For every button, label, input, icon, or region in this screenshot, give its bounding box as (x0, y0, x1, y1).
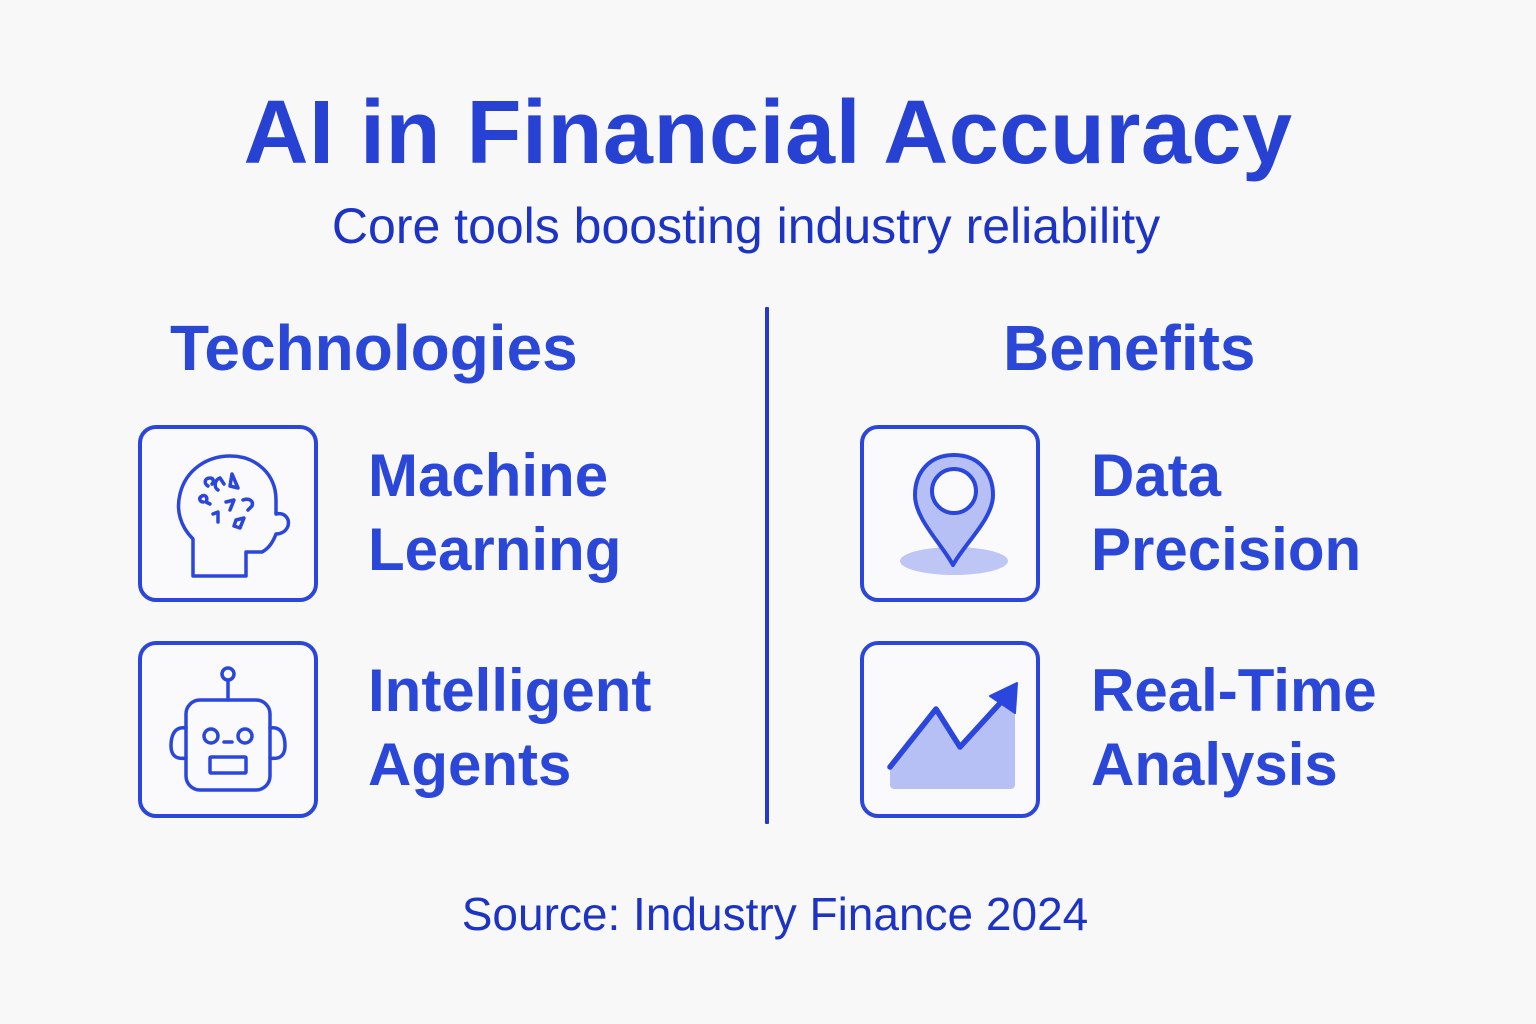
technologies-heading: Technologies (170, 312, 578, 384)
benefits-heading: Benefits (1003, 312, 1256, 384)
source-citation: Source: Industry Finance 2024 (461, 888, 1089, 940)
icon-card (860, 425, 1040, 602)
technology-label: Machine Learning (368, 439, 621, 587)
benefit-label: Real-Time Analysis (1091, 654, 1377, 802)
label-line-2: Agents (368, 730, 572, 798)
robot-icon (169, 665, 287, 792)
icon-card (138, 641, 318, 818)
page-title: AI in Financial Accuracy (243, 83, 1293, 183)
icon-card (860, 641, 1040, 818)
label-line-1: Real-Time (1091, 656, 1377, 724)
benefit-label: Data Precision (1091, 439, 1361, 587)
icon-card (138, 425, 318, 602)
benefit-item-data-precision: Data Precision (860, 425, 1361, 602)
location-pin-icon (900, 452, 1008, 575)
section-divider (765, 307, 769, 824)
label-line-2: Precision (1091, 515, 1362, 583)
label-line-2: Analysis (1091, 730, 1338, 798)
label-line-1: Machine (368, 441, 609, 509)
technology-item-machine-learning: Machine Learning (138, 425, 621, 602)
technology-label: Intelligent Agents (368, 654, 651, 802)
trending-chart-icon (887, 681, 1018, 789)
page-subtitle: Core tools boosting industry reliability (331, 198, 1161, 254)
benefit-item-real-time-analysis: Real-Time Analysis (860, 641, 1377, 818)
label-line-2: Learning (368, 515, 622, 583)
technology-item-intelligent-agents: Intelligent Agents (138, 641, 651, 818)
label-line-1: Data (1091, 441, 1222, 509)
brain-head-icon (176, 453, 291, 578)
label-line-1: Intelligent (368, 656, 652, 724)
